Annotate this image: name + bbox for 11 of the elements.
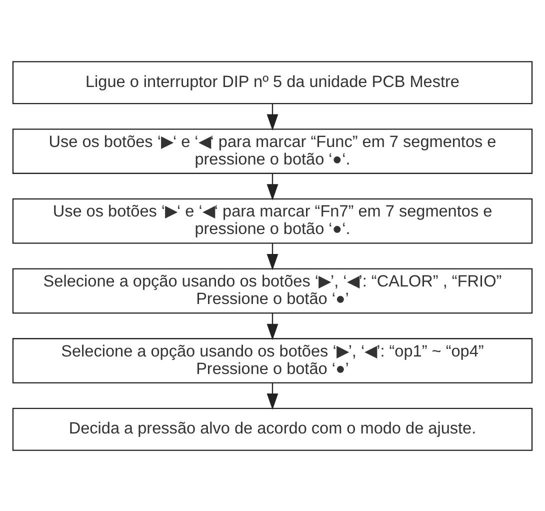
arrow [266,382,278,410]
node-box: Selecione a opção usando os botões ‘▶’, ‘◀’: “CALOR” , “FRIO” Pressione o botão ‘●’ [12,268,533,314]
arrow [266,242,278,270]
node-box: Use os botões ‘▶‘ e ‘◀‘ para marcar “Func” em 7 segmentos e pressione o botão ‘●‘. [12,128,533,174]
arrow [266,103,278,130]
node-box: Selecione a opção usando os botões ‘▶’, ‘◀’: “op1” ~ “op4” Pressione o botão ‘●’ [12,338,533,383]
node-box: Use os botões ‘▶‘ e ‘◀‘ para marcar “Fn7” em 7 segmentos e pressione o botão ‘●‘. [12,198,533,244]
arrow [266,172,278,200]
node-box: Decida a pressão alvo de acordo com o modo de ajuste. [12,407,533,450]
arrow [266,312,278,340]
node-box: Ligue o interruptor DIP nº 5 da unidade PCB Mestre [12,60,533,104]
